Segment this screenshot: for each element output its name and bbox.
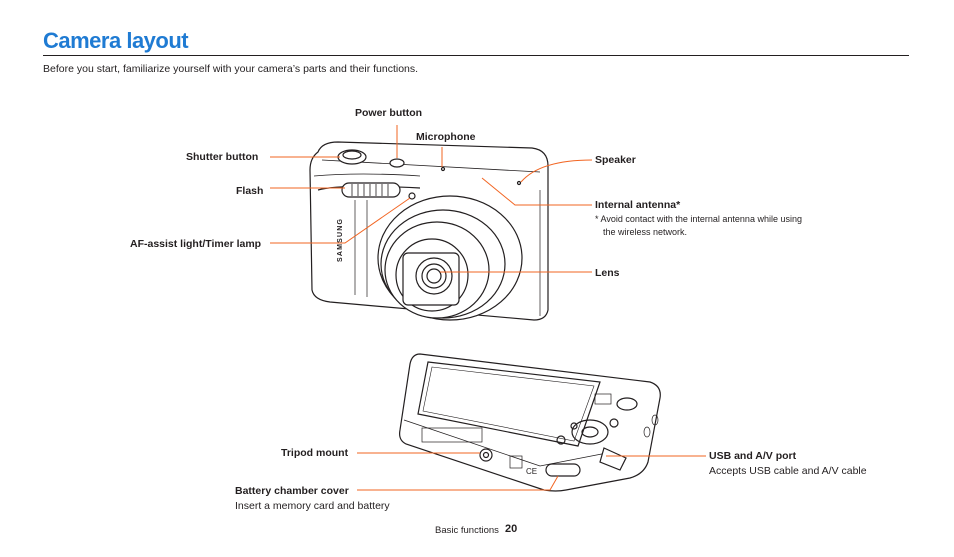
title-rule bbox=[43, 55, 909, 56]
footer-section: Basic functions bbox=[435, 525, 499, 536]
lens-label: Lens bbox=[595, 267, 620, 279]
page-title: Camera layout bbox=[43, 28, 189, 53]
internal-antenna-label: Internal antenna* bbox=[595, 199, 681, 211]
brand-text: SAMSUNG bbox=[337, 218, 344, 262]
lens-square bbox=[402, 252, 460, 306]
antenna-note-line1: * Avoid contact with the internal antenn… bbox=[595, 214, 802, 224]
flash-label: Flash bbox=[236, 185, 264, 197]
power-button-label: Power button bbox=[355, 107, 423, 119]
back-camera bbox=[399, 353, 661, 492]
tripod-mount-label: Tripod mount bbox=[281, 447, 349, 459]
intro-text: Before you start, familiarize yourself w… bbox=[43, 63, 419, 75]
tripod-hole bbox=[479, 448, 493, 462]
lcd-screen bbox=[417, 361, 601, 447]
back-leader-lines bbox=[357, 452, 706, 491]
microphone-label: Microphone bbox=[416, 131, 476, 143]
flash-shape bbox=[341, 182, 401, 198]
page-number: 20 bbox=[505, 523, 518, 535]
shutter-button-label: Shutter button bbox=[186, 151, 259, 163]
battery-cover-desc: Insert a memory card and battery bbox=[235, 500, 390, 512]
usb-port-desc: Accepts USB cable and A/V cable bbox=[709, 465, 867, 477]
power-button-shape bbox=[389, 158, 405, 168]
front-camera bbox=[309, 141, 549, 321]
battery-cover-shape bbox=[545, 463, 581, 477]
ce-mark: CE bbox=[526, 467, 537, 476]
speaker-label: Speaker bbox=[595, 154, 636, 166]
af-assist-label: AF-assist light/Timer lamp bbox=[130, 238, 262, 250]
front-leader-lines bbox=[270, 125, 593, 273]
antenna-note-line2: the wireless network. bbox=[603, 227, 688, 237]
battery-cover-label: Battery chamber cover bbox=[235, 485, 349, 497]
usb-port-label: USB and A/V port bbox=[709, 450, 797, 462]
